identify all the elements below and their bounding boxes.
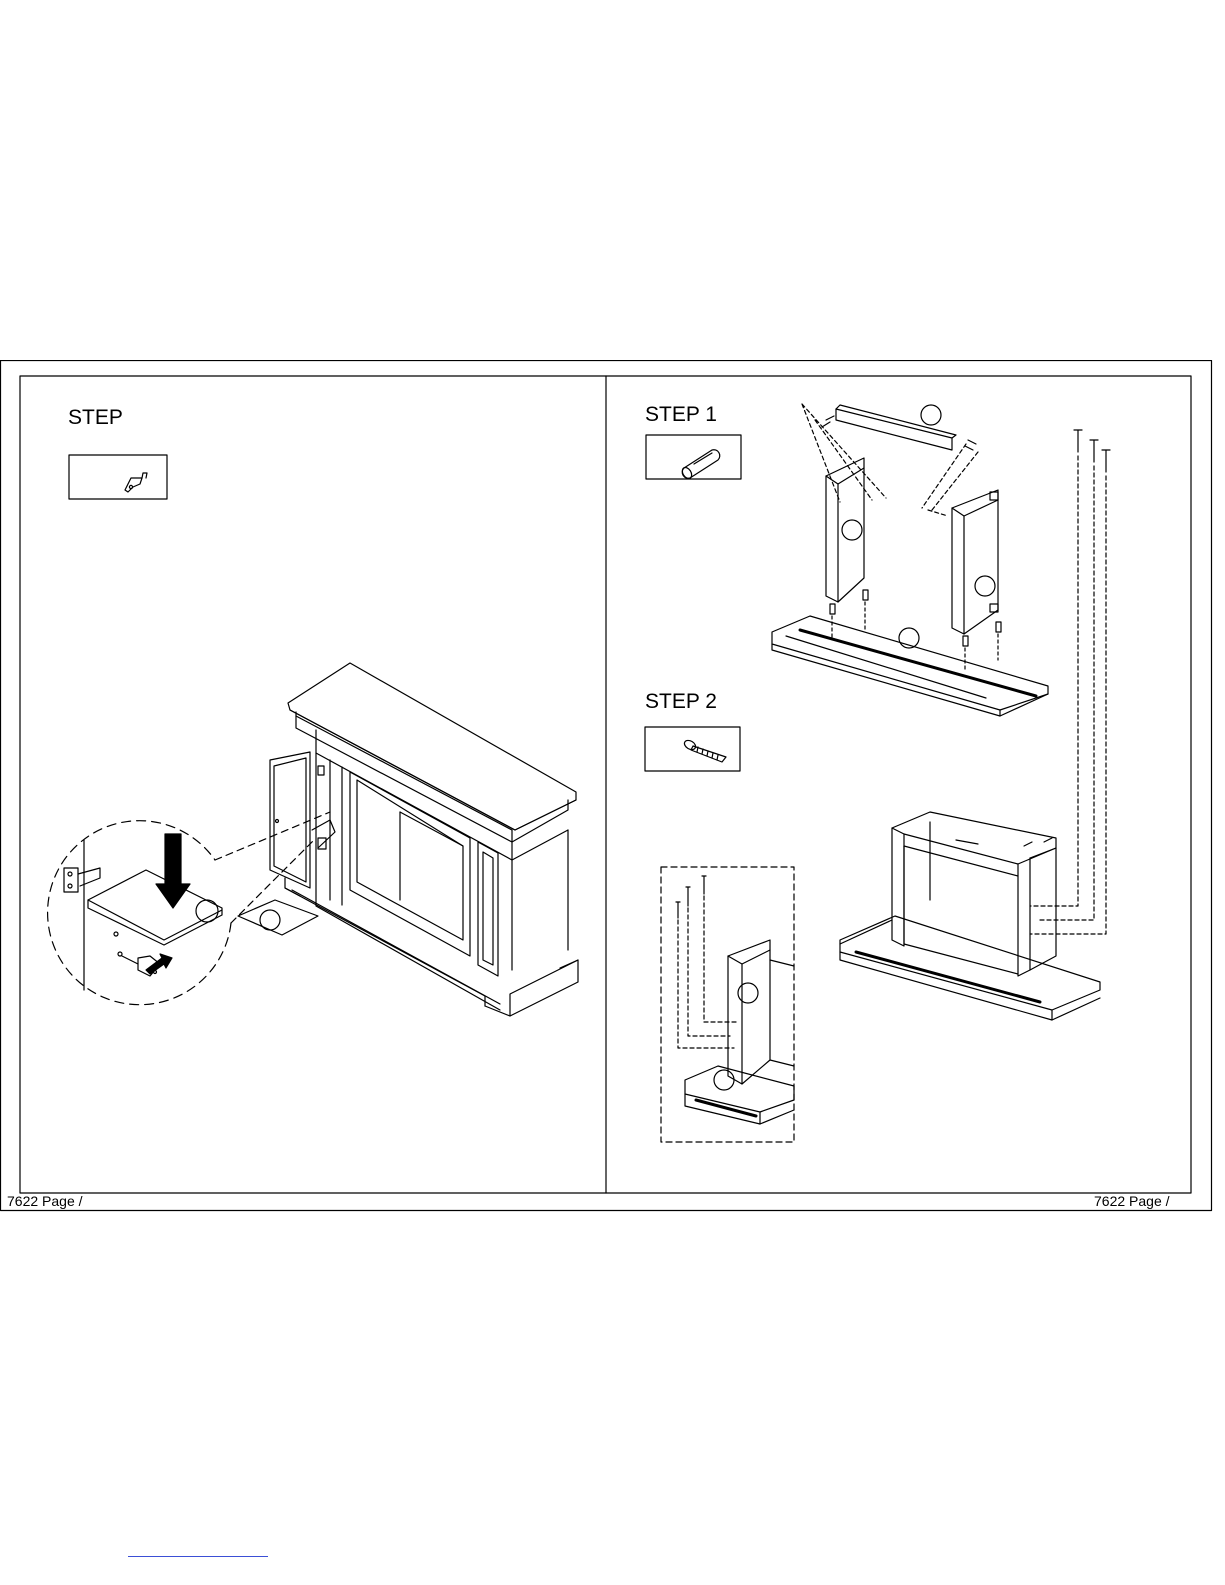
step1-assembly-drawing: [772, 404, 1048, 716]
down-arrow-icon: [156, 834, 190, 908]
screw-icon: [683, 739, 726, 762]
part-number-circle: [714, 1070, 734, 1090]
fireplace-cabinet-drawing: [215, 663, 578, 1016]
part-number-circle: [975, 576, 995, 596]
step1-title: STEP 1: [645, 403, 717, 427]
part-number-circle: [842, 520, 862, 540]
step2-assembly-drawing: [840, 430, 1110, 1020]
assembly-illustrations: [0, 360, 1225, 1225]
bottom-link-underline[interactable]: [128, 1556, 268, 1557]
left-hardware-box: [69, 455, 167, 499]
part-number-circle: [921, 405, 941, 425]
part-number-circle: [196, 900, 218, 922]
step-title: STEP: [68, 406, 123, 430]
push-arrow-icon: [146, 954, 172, 974]
instruction-sheet: STEP STEP 1 STEP 2 7622 Page / 7622 Page…: [0, 360, 1225, 1225]
step1-hardware-box: [646, 435, 741, 479]
footer-page-number-right: 7622 Page /: [1094, 1193, 1170, 1209]
hinge-bracket-icon: [125, 473, 147, 492]
step2-detail-drawing: [661, 867, 794, 1142]
wood-dowel-icon: [680, 450, 719, 480]
step2-title: STEP 2: [645, 690, 717, 714]
hinge-zoom-detail: [48, 821, 231, 1005]
part-number-circle: [738, 983, 758, 1003]
part-number-circle: [260, 910, 280, 930]
footer-page-number-left: 7622 Page /: [7, 1193, 83, 1209]
